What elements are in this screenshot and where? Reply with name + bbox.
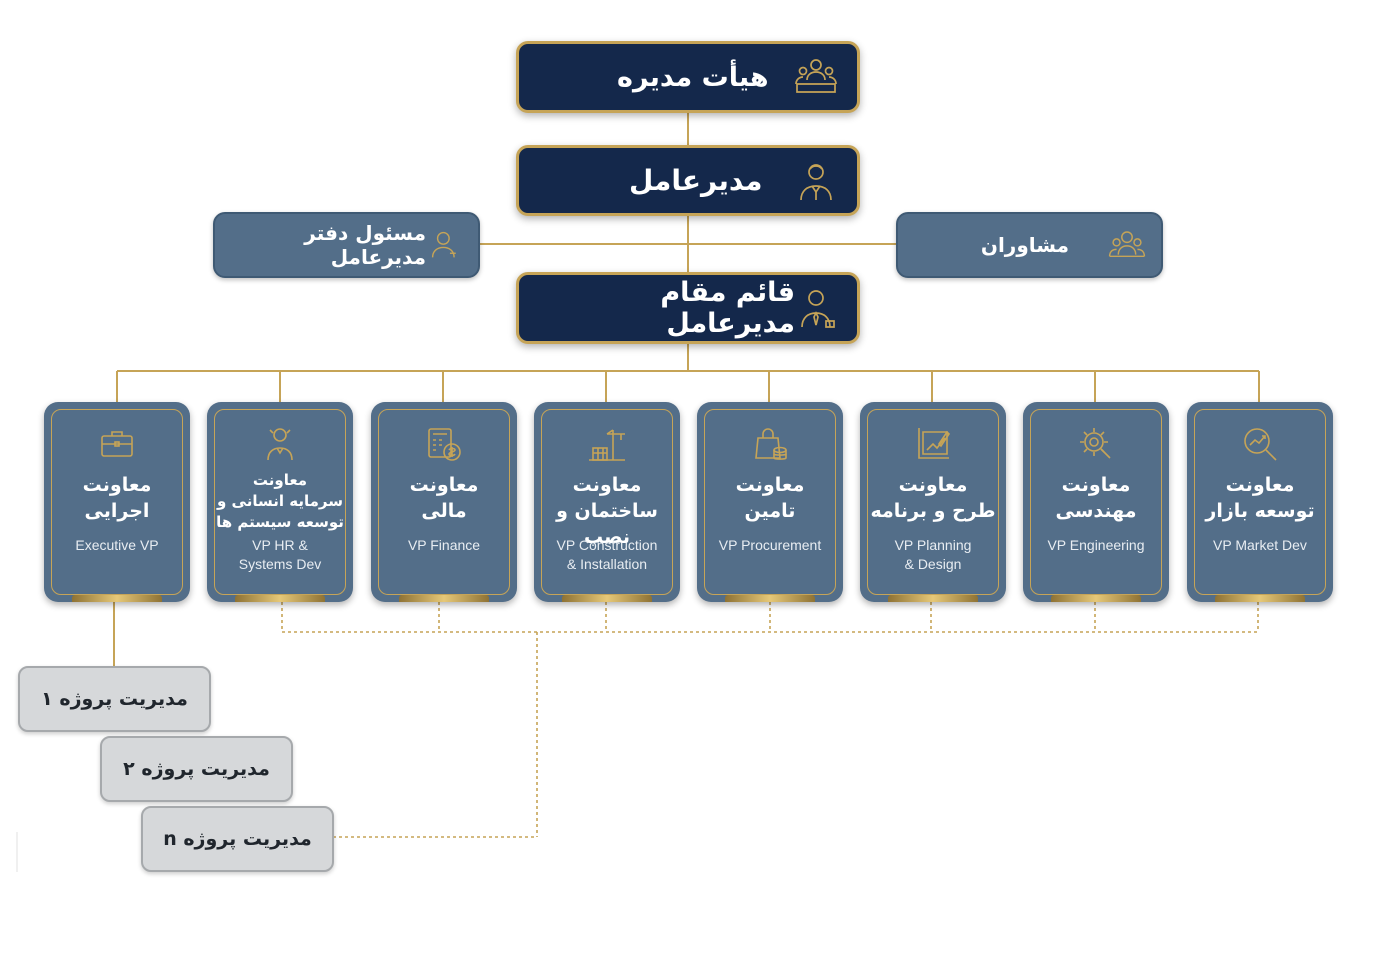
hr-person-icon xyxy=(267,428,293,461)
project-management-1-box: مدیریت پروژه ۱ xyxy=(18,666,211,732)
market-growth-icon xyxy=(1244,428,1277,461)
construction-crane-icon xyxy=(589,429,625,461)
finance-calculator-icon xyxy=(428,428,461,461)
board-group-icon xyxy=(795,59,837,93)
advisors-box: مشاوران xyxy=(896,212,1163,278)
project-management-n-box: مدیریت پروژه n xyxy=(141,806,334,872)
board-of-directors-label: هیأت مدیره xyxy=(617,61,769,93)
vp-english-title: VP Engineering xyxy=(1047,537,1145,553)
vp-english-title: VP HR &Systems Dev xyxy=(238,537,322,572)
ceo-office-head-box: مسئول دفتر مدیرعامل xyxy=(213,212,480,278)
manager-tie-icon xyxy=(801,290,835,328)
planning-board-icon xyxy=(918,428,951,459)
vp-english-title: VP Finance xyxy=(407,537,481,553)
deputy-ceo-box: قائم مقام مدیرعامل xyxy=(516,272,860,344)
businessman-icon xyxy=(800,163,832,200)
project-management-2-label: مدیریت پروژه ۲ xyxy=(123,758,270,780)
deputy-ceo-label: قائم مقام مدیرعامل xyxy=(660,277,795,339)
people-group-icon xyxy=(1108,231,1146,258)
project-management-n-label: مدیریت پروژه n xyxy=(163,828,312,850)
vp-english-title: VP Market Dev xyxy=(1213,537,1307,553)
project-management-1-label: مدیریت پروژه ۱ xyxy=(41,688,188,710)
person-icon xyxy=(431,231,456,258)
vp-english-title: VP Procurement xyxy=(718,537,822,553)
vp-english-title: VP Construction& Installation xyxy=(556,537,658,572)
ceo-office-head-label: مسئول دفتر مدیرعامل xyxy=(304,221,426,269)
vp-english-title: Executive VP xyxy=(75,537,159,553)
shopping-bag-icon xyxy=(755,428,787,460)
project-management-2-box: مدیریت پروژه ۲ xyxy=(100,736,293,802)
board-of-directors-box: هیأت مدیره xyxy=(516,41,860,113)
ceo-label: مدیرعامل xyxy=(629,164,763,197)
vp-english-title: VP Planning& Design xyxy=(894,537,972,572)
engineering-gear-icon xyxy=(1080,428,1111,459)
briefcase-icon xyxy=(101,431,133,457)
advisors-label: مشاوران xyxy=(980,233,1069,257)
ceo-box: مدیرعامل xyxy=(516,145,860,216)
